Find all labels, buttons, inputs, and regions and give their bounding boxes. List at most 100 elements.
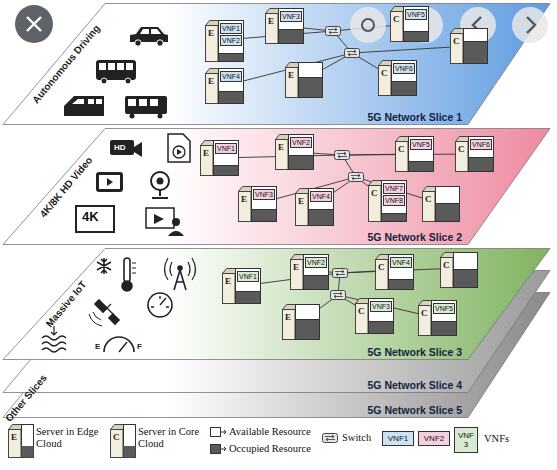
- slice-text-layer: 5G Network Slice 4: [0, 270, 557, 393]
- server-letter: C: [443, 260, 450, 270]
- vnf-box: VNF2: [305, 257, 327, 268]
- available-resource: [279, 9, 304, 44]
- vnf-box: VNF4: [310, 191, 332, 202]
- occupied-resource: [279, 30, 304, 44]
- slice-label: 5G Network Slice 1: [367, 111, 462, 123]
- text-label: HD: [114, 143, 126, 152]
- available-resource: [469, 137, 494, 172]
- server-letter: E: [225, 276, 231, 286]
- occupied-resource: [289, 156, 314, 170]
- vnf-label: VNF6: [395, 64, 413, 73]
- legend-text: Occupied Resource: [229, 443, 311, 455]
- vnf-label: VNF4: [392, 258, 410, 267]
- vnf-label: VNF8: [385, 196, 403, 205]
- legend-icons: [9, 425, 338, 458]
- server-letter: C: [458, 144, 465, 154]
- slice-outline: [3, 129, 550, 245]
- occupied-resource: [389, 280, 414, 290]
- text-label: 4K: [82, 209, 99, 224]
- available-resource: [296, 305, 320, 340]
- text-label: VNFs: [484, 433, 509, 444]
- server-letter: C: [398, 144, 405, 154]
- vnf-box: VNF6: [470, 139, 492, 150]
- vnf-label: VNF5: [412, 140, 430, 149]
- available-resource: [304, 255, 329, 290]
- server-front: [206, 26, 219, 62]
- vnf-label: VNF4: [312, 192, 330, 201]
- server-letter: C: [378, 262, 385, 272]
- vnf-box: VNF2: [220, 35, 242, 46]
- slice-label: 5G Network Slice 4: [367, 379, 462, 391]
- server-front: [376, 260, 389, 290]
- slice-text-layer: 4K/8K HD Video5G Network Slice 2: [0, 128, 557, 245]
- occupied-resource: [454, 270, 478, 288]
- network-slice: 5G Network Slice 4: [0, 270, 557, 393]
- server-icon: [422, 186, 461, 222]
- server-letter: E: [241, 194, 247, 204]
- occupied-resource: [409, 162, 434, 172]
- server-node: CVNF3: [355, 298, 395, 334]
- text-label: F: [137, 342, 142, 351]
- occupied-resource: [236, 292, 261, 304]
- slice-label: 5G Network Slice 3: [367, 346, 462, 358]
- occupied-resource: [214, 166, 239, 176]
- occupied-resource: [436, 204, 460, 222]
- server-icon: [282, 304, 321, 340]
- available-resource: [409, 137, 434, 172]
- server-front: [441, 258, 454, 288]
- server-node: EVNF1VNF2: [205, 20, 245, 62]
- available-resource: [436, 187, 460, 222]
- occupied-resource: [296, 320, 320, 340]
- server-letter: C: [393, 14, 400, 24]
- text-label: E: [95, 342, 100, 351]
- vnf-box: VNF3: [370, 301, 392, 312]
- server-front: [223, 274, 236, 304]
- server-node: C VNF4: [375, 254, 415, 290]
- server-node: CVNF5: [418, 300, 458, 336]
- server-letter: E: [293, 262, 299, 272]
- vnf-label: VNF3: [372, 302, 390, 311]
- server-front: [423, 192, 436, 222]
- server-node: EVNF1: [200, 140, 240, 176]
- vnf-box: VNF4: [390, 257, 412, 268]
- server-icon: [285, 62, 324, 98]
- available-resource: [454, 253, 478, 288]
- server-node: EVNF3: [265, 8, 305, 44]
- vnf-label: VNF7: [385, 184, 403, 193]
- server-node: C: [450, 28, 489, 64]
- server-letter: C: [425, 194, 432, 204]
- occupied-resource: [219, 92, 244, 104]
- occupied-resource: [299, 78, 323, 98]
- server-front: [396, 142, 409, 172]
- vnf-label: VNF5: [407, 10, 425, 19]
- vnf-label: VNF2: [292, 138, 310, 147]
- legend-text: VNF 3: [455, 431, 477, 449]
- vnf-label: VNF1: [217, 144, 235, 153]
- text-label: C: [113, 432, 120, 442]
- legend-text: Switch: [342, 432, 371, 444]
- vnf-box: VNF5: [410, 139, 432, 150]
- slice-label: 5G Network Slice 2: [367, 231, 462, 243]
- vnf-label: VNF6: [472, 140, 490, 149]
- server-front: [239, 192, 252, 222]
- slice-outline: [3, 249, 550, 360]
- legend-swatch: VNF2: [418, 431, 450, 446]
- server-front: [286, 68, 299, 98]
- available-resource: [389, 255, 414, 290]
- legend-swatch: VNF1: [382, 431, 414, 446]
- server-letter: C: [371, 188, 378, 198]
- server-letter: E: [298, 196, 304, 206]
- vnf-box: VNF3: [280, 11, 302, 22]
- network-slice: 4K/8K HD Video5G Network Slice 2EVNF1EVN…: [0, 128, 557, 245]
- available-resource: [289, 135, 314, 170]
- occupied-resource: [369, 322, 394, 334]
- available-resource: [404, 7, 429, 42]
- server-icon: [440, 252, 479, 288]
- available-resource: [299, 63, 323, 98]
- occupied-resource: [432, 322, 457, 336]
- available-resource: [309, 189, 334, 226]
- vnf-box: VNF4: [220, 71, 242, 82]
- vnf-label: VNF4: [222, 72, 240, 81]
- server-letter: E: [285, 312, 291, 322]
- available-resource: [252, 187, 277, 222]
